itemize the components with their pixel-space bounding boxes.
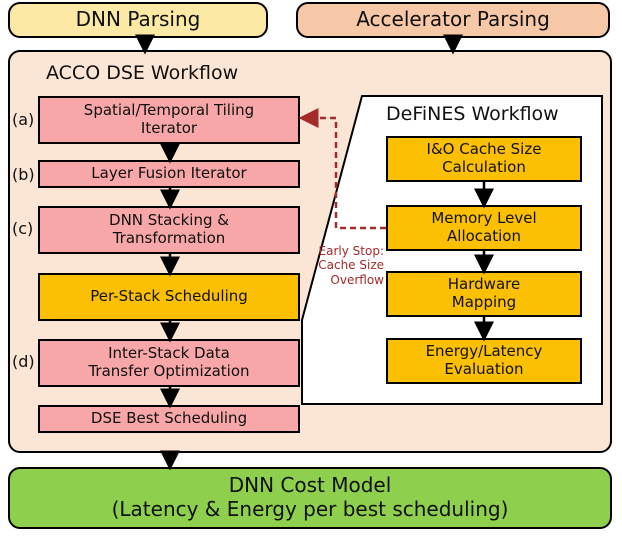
tag-a: (a) <box>12 110 35 129</box>
dnn-parsing-label: DNN Parsing <box>75 7 201 32</box>
cost-model-subtitle: (Latency & Energy per best scheduling) <box>111 497 509 521</box>
step-dse-best-scheduling: DSE Best Scheduling <box>38 405 300 433</box>
defines-step-cache-size: I&O Cache Size Calculation <box>386 136 582 182</box>
cost-model-title: DNN Cost Model <box>228 473 392 498</box>
defines-title: DeFiNES Workflow <box>386 103 559 125</box>
accelerator-parsing-label: Accelerator Parsing <box>356 7 550 32</box>
step-per-stack-label: Per-Stack Scheduling <box>90 287 248 306</box>
dnn-parsing-box: DNN Parsing <box>8 2 268 38</box>
tag-b: (b) <box>12 165 35 184</box>
acco-title: ACCO DSE Workflow <box>46 62 239 84</box>
early-stop-feedback-arrow <box>298 108 386 230</box>
defines-step-energy-label: Energy/Latency Evaluation <box>425 342 543 378</box>
step-tiling-label: Spatial/Temporal Tiling Iterator <box>83 101 255 137</box>
early-stop-note: Early Stop: Cache Size Overflow <box>318 244 384 287</box>
defines-step-hardware-label: Hardware Mapping <box>447 275 521 311</box>
step-dse-best-label: DSE Best Scheduling <box>90 409 248 428</box>
dnn-cost-model-box: DNN Cost Model (Latency & Energy per bes… <box>8 467 612 529</box>
step-layer-fusion-label: Layer Fusion Iterator <box>91 164 247 183</box>
defines-step-cache-label: I&O Cache Size Calculation <box>426 140 542 176</box>
tag-d: (d) <box>12 352 35 371</box>
defines-step-memory-level: Memory Level Allocation <box>386 205 582 251</box>
step-tiling-iterator: Spatial/Temporal Tiling Iterator <box>38 96 300 144</box>
tag-c: (c) <box>12 219 34 238</box>
step-inter-stack-label: Inter-Stack Data Transfer Optimization <box>88 344 250 380</box>
step-inter-stack-optimization: Inter-Stack Data Transfer Optimization <box>38 339 300 387</box>
step-dnn-stacking-label: DNN Stacking & Transformation <box>109 211 229 247</box>
defines-step-memory-label: Memory Level Allocation <box>431 209 537 245</box>
